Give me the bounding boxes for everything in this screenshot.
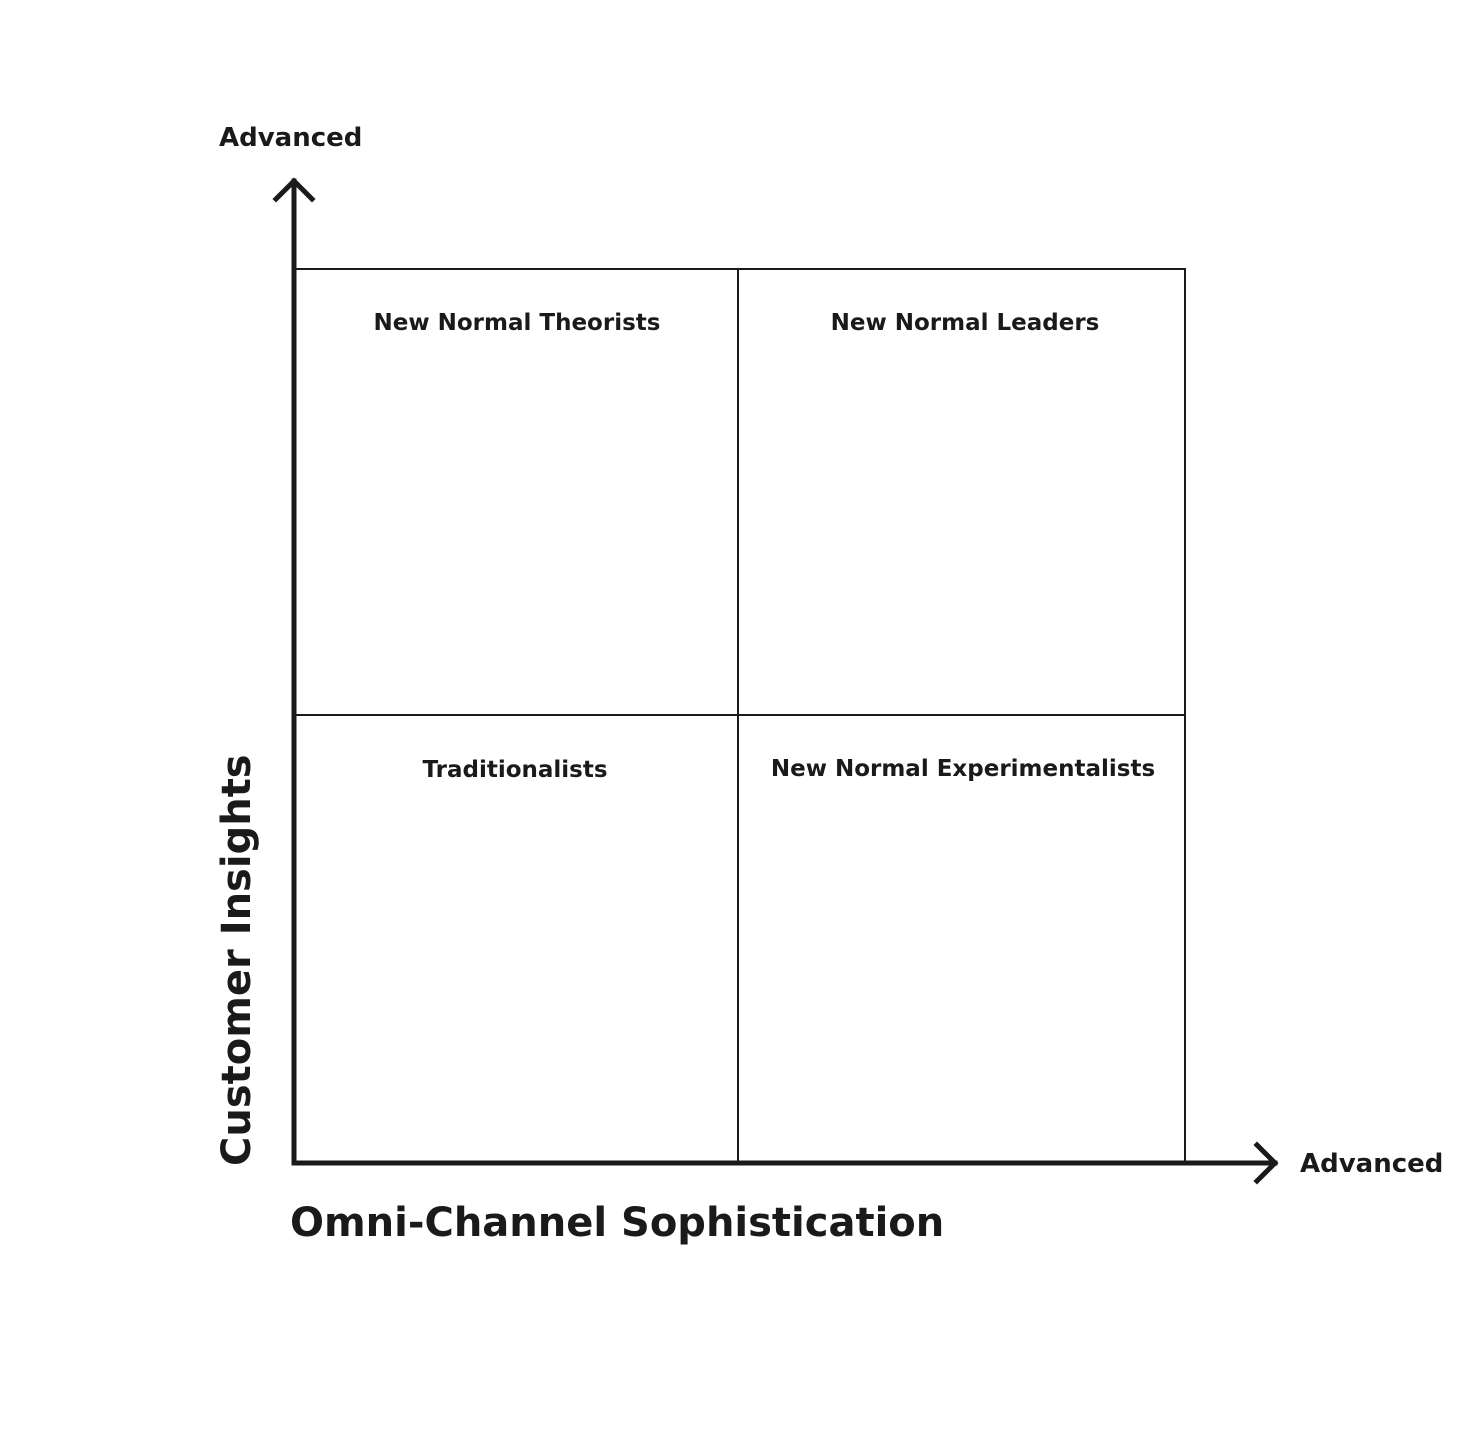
quadrant-label-bottom-left: Traditionalists — [422, 757, 607, 783]
x-axis — [291, 1141, 1279, 1185]
y-axis-end-label: Advanced — [219, 123, 362, 153]
y-axis — [272, 177, 316, 1166]
quadrant-label-bottom-right: New Normal Experimentalists — [771, 756, 1155, 782]
x-axis-end-label: Advanced — [1300, 1149, 1443, 1179]
y-axis-arrowhead — [272, 177, 316, 203]
quadrant-label-top-left: New Normal Theorists — [374, 310, 661, 336]
quadrant-label-top-right: New Normal Leaders — [831, 310, 1100, 336]
quadrant-grid — [294, 268, 1186, 1164]
y-axis-title: Customer Insights — [214, 754, 260, 1166]
x-axis-title: Omni-Channel Sophistication — [290, 1200, 944, 1246]
x-axis-arrowhead — [1253, 1141, 1279, 1185]
